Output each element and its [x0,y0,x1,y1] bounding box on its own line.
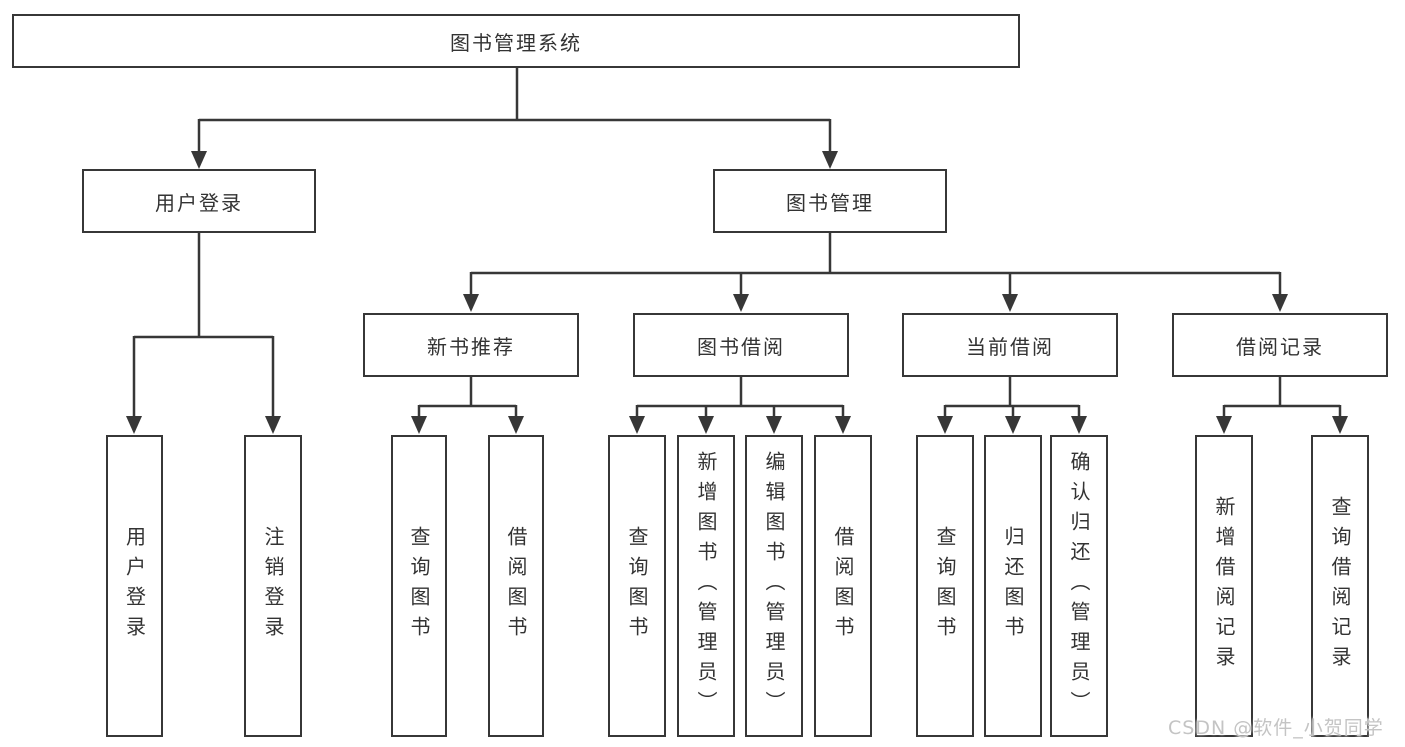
node-book-management: 图书管理 [713,169,947,233]
leaf-add-borrow-record: 新增借阅记录 [1195,435,1253,737]
connector-line-group [132,68,1342,418]
leaf-label: 注销登录 [261,526,285,646]
leaf-query-book-2: 查询图书 [608,435,666,737]
leaf-borrow-book-2: 借阅图书 [814,435,872,737]
leaf-query-borrow-record: 查询借阅记录 [1311,435,1369,737]
leaf-label: 查询图书 [407,526,431,646]
leaf-borrow-book-1: 借阅图书 [488,435,544,737]
arrowhead-icons [126,151,1348,434]
leaf-label: 新增借阅记录 [1212,496,1236,676]
leaf-confirm-return-admin: 确认归还（管理员） [1050,435,1108,737]
leaf-label: 查询图书 [625,526,649,646]
node-new-book-recommend: 新书推荐 [363,313,579,377]
node-borrow-records: 借阅记录 [1172,313,1388,377]
leaf-logout: 注销登录 [244,435,302,737]
leaf-label: 归还图书 [1001,526,1025,646]
leaf-label: 查询图书 [933,526,957,646]
node-book-borrow: 图书借阅 [633,313,849,377]
leaf-edit-book-admin: 编辑图书（管理员） [745,435,803,737]
csdn-watermark: CSDN @软件_小贺同学 [1168,717,1384,739]
leaf-label: 查询借阅记录 [1328,496,1352,676]
node-root: 图书管理系统 [12,14,1020,68]
leaf-label: 用户登录 [122,526,147,646]
leaf-label: 确认归还（管理员） [1067,451,1091,721]
leaf-label: 借阅图书 [831,526,855,646]
leaf-label: 借阅图书 [504,526,528,646]
leaf-return-book: 归还图书 [984,435,1042,737]
leaf-query-book-1: 查询图书 [391,435,447,737]
node-user-login: 用户登录 [82,169,316,233]
leaf-label: 编辑图书（管理员） [762,451,786,721]
leaf-user-login: 用户登录 [106,435,163,737]
node-current-borrow: 当前借阅 [902,313,1118,377]
leaf-label: 新增图书（管理员） [694,451,718,721]
leaf-add-book-admin: 新增图书（管理员） [677,435,735,737]
leaf-query-book-3: 查询图书 [916,435,974,737]
